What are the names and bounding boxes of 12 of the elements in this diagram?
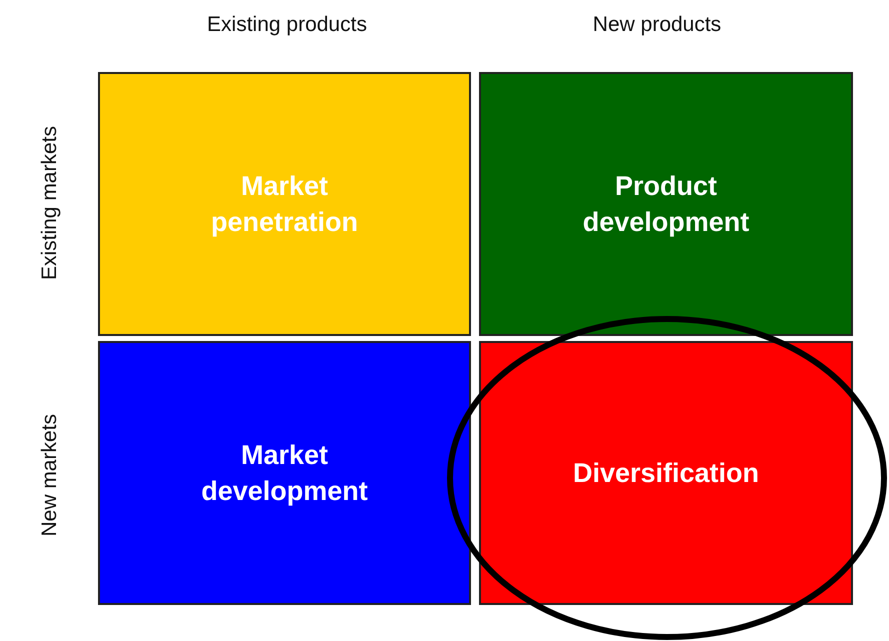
quadrant-panel bbox=[479, 72, 853, 336]
quadrant-label: Diversification bbox=[572, 456, 760, 490]
quadrant-label: Market penetration bbox=[210, 170, 359, 239]
quadrant-panel bbox=[98, 341, 471, 605]
row-header: Existing markets bbox=[38, 126, 62, 280]
quadrant-panel bbox=[98, 72, 471, 336]
column-header: New products bbox=[592, 13, 722, 37]
column-header: Existing products bbox=[207, 13, 367, 37]
row-header: New markets bbox=[38, 414, 62, 536]
quadrant-label: Product development bbox=[582, 170, 750, 239]
quadrant-panel bbox=[479, 341, 853, 605]
quadrant-label: Market development bbox=[200, 438, 369, 508]
